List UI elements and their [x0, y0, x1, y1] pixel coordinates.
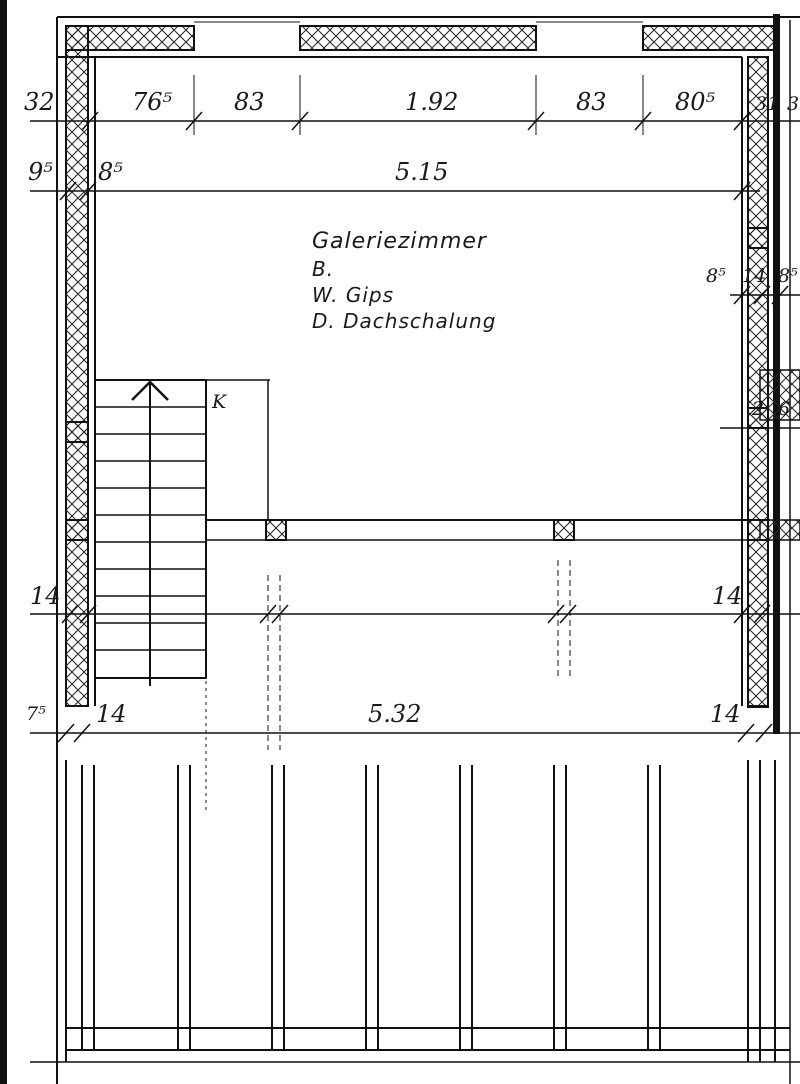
gallery-beam — [65, 227, 770, 541]
dim-middle-right: 14 — [712, 582, 743, 610]
room-name: Galeriezimmer — [312, 229, 488, 254]
dim-top-left-wall: 32 — [24, 88, 55, 116]
dim-top-seg-2: 83 — [234, 88, 265, 116]
dim-right-a: 8⁵ — [706, 265, 726, 287]
right-wall — [741, 14, 800, 1084]
dim-bottom-left-outer: 7⁵ — [26, 703, 46, 725]
room-ceiling-spec: D. Dachschalung — [312, 309, 496, 333]
scan-border — [0, 0, 7, 1084]
dim-interior-width: 5.15 — [395, 158, 448, 186]
dim-right-e: 6 — [778, 398, 790, 420]
dim-top-seg-5: 80⁵ — [675, 88, 716, 116]
dim-chain-top: 32 76⁵ 83 1.92 83 80⁵ 31 3 — [24, 70, 800, 135]
top-wall — [57, 16, 800, 58]
stair-mark: K — [211, 391, 228, 413]
dim-bottom-width: 5.32 — [368, 700, 421, 728]
post-2 — [553, 519, 575, 541]
dim-top-right-wall: 31 — [755, 93, 779, 115]
dim-top-window-width: 1.92 — [405, 88, 458, 116]
dim-bottom-left-inner: 14 — [96, 700, 127, 728]
room-label: Galeriezimmer B. W. Gips D. Dachschalung — [312, 229, 496, 333]
floor-joists — [30, 760, 800, 1063]
dim-chain-bottom: 7⁵ 14 5.32 14 — [26, 700, 800, 743]
dim-top-right-edge: 3 — [787, 93, 799, 115]
dim-top-seg-4: 83 — [576, 88, 607, 116]
dim-chain-middle: 14 14 — [30, 560, 800, 750]
post-1 — [265, 519, 287, 541]
room-wall-spec: W. Gips — [312, 283, 394, 307]
dim-right-b: 14 — [742, 265, 766, 287]
stair-direction-arrow — [131, 380, 169, 401]
dim-interior-left-inner: 8⁵ — [98, 158, 123, 186]
staircase: K — [94, 379, 270, 810]
dim-bottom-right: 14 — [710, 700, 741, 728]
dim-interior-left-outer: 9⁵ — [28, 158, 53, 186]
dim-right-c: 8⁵ — [778, 265, 798, 287]
left-wall — [56, 17, 96, 1084]
dim-chain-interior: 9⁵ 8⁵ 5.15 — [28, 158, 760, 201]
dim-top-seg-1: 76⁵ — [132, 88, 173, 116]
dim-middle-left: 14 — [30, 582, 61, 610]
top-window — [299, 25, 537, 51]
room-floor-spec: B. — [312, 257, 334, 281]
